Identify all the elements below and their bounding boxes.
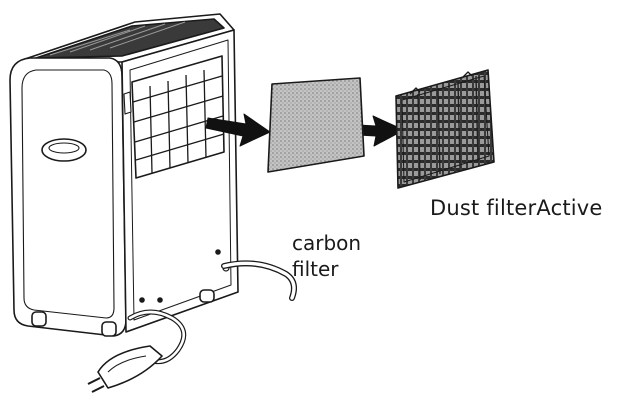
carbon-filter-label-line1: carbon — [292, 230, 361, 256]
dust-filter-panel — [396, 70, 494, 188]
carbon-filter-label: carbon filter — [292, 230, 361, 282]
dust-filter-label: Dust filterActive — [430, 196, 603, 220]
plug-icon — [88, 346, 162, 392]
carbon-filter-label-line2: filter — [292, 256, 361, 282]
dehumidifier-unit — [10, 14, 238, 336]
carbon-filter-panel — [268, 78, 364, 172]
front-panel — [10, 58, 126, 336]
handle-icon — [42, 139, 86, 161]
